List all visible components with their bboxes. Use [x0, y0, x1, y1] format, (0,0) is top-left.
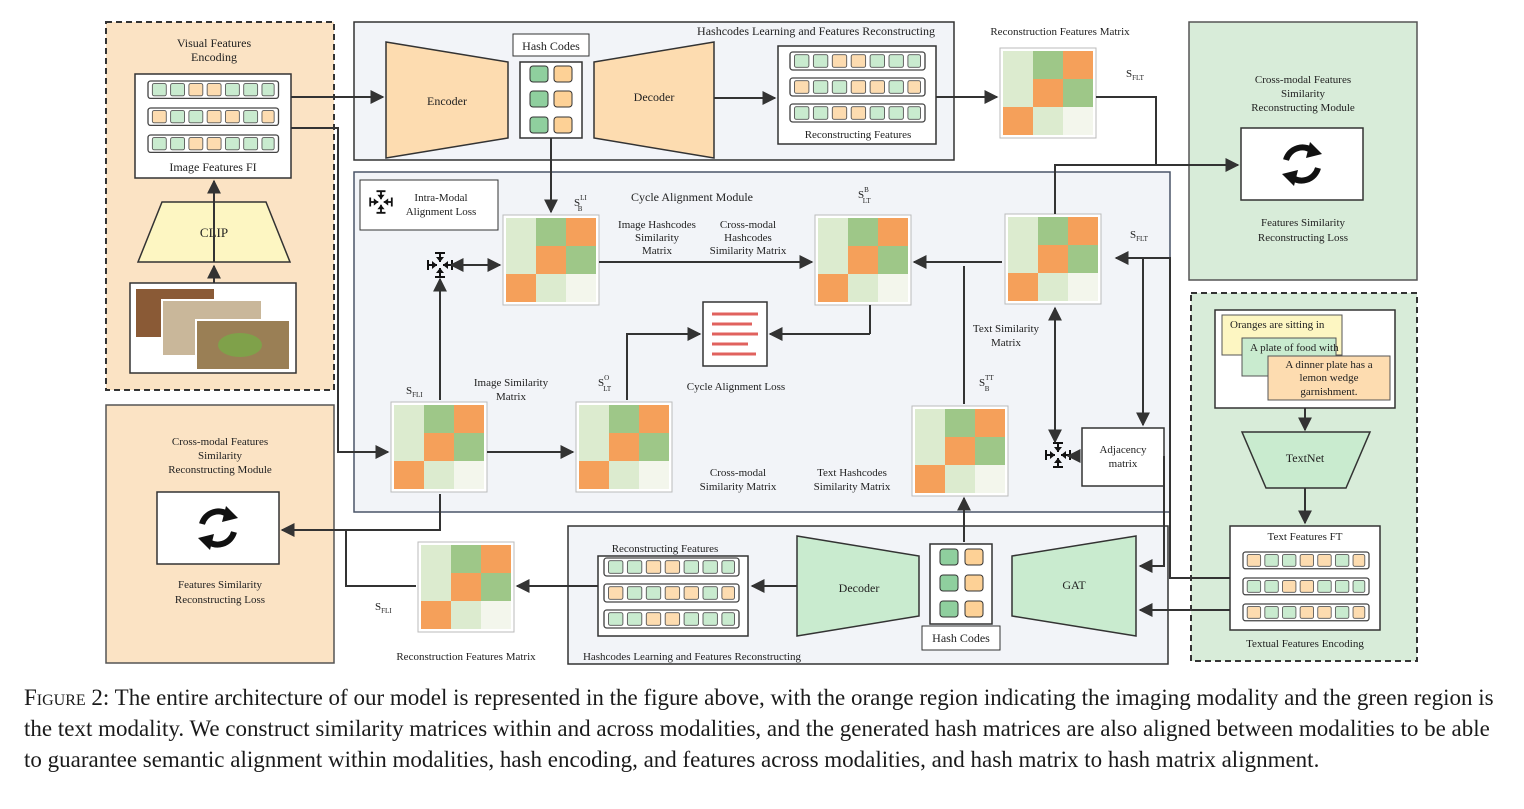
img-hash-2: Similarity [635, 232, 680, 244]
bottom-hash-title: Hashcodes Learning and Features Reconstr… [583, 651, 802, 663]
gat-shape [1011, 535, 1137, 637]
left-loss-1: Features Similarity [178, 579, 263, 591]
top-recon-title: Reconstruction Features Matrix [990, 26, 1130, 38]
left-loss-2: Reconstructing Loss [175, 594, 265, 606]
top-hash-title: Hashcodes Learning and Features Reconstr… [697, 24, 935, 38]
img-hash-3: Matrix [642, 245, 672, 257]
visual-title-1: Visual Features [177, 36, 252, 50]
text-sim-1: Text Similarity [973, 323, 1040, 335]
figure-caption: Figure 2: The entire architecture of our… [24, 682, 1504, 775]
cross-sim-1: Cross-modal [710, 467, 766, 479]
right-module-title-3: Reconstructing Module [1251, 102, 1355, 114]
adj-2: matrix [1109, 458, 1138, 470]
right-refresh-box [1240, 127, 1364, 201]
left-module-title-3: Reconstructing Module [168, 464, 272, 476]
sentence-3b: lemon wedge [1300, 372, 1359, 384]
s-flt-symbol: SFLT [1130, 229, 1149, 243]
encoder-shape [385, 41, 509, 159]
sentence-3c: garnishment. [1300, 386, 1357, 398]
text-hash-sim-matrix [911, 405, 1009, 497]
adj-1: Adjacency [1099, 444, 1147, 456]
textnet-label: TextNet [1286, 451, 1325, 465]
left-refresh-box [156, 491, 280, 565]
top-recon-symbol: SFLT [1126, 68, 1145, 82]
right-loss-2: Reconstructing Loss [1258, 232, 1348, 244]
right-module-title-2: Similarity [1281, 88, 1326, 100]
text-sim-matrix [1004, 213, 1102, 305]
textnet-trapezoid [1240, 431, 1372, 489]
encoder-label: Encoder [427, 94, 467, 108]
top-decoder-shape [593, 41, 715, 159]
architecture-diagram: Visual Features Encoding Image Features … [105, 21, 1418, 665]
left-module-title-2: Similarity [198, 450, 243, 462]
arrow-icon [280, 90, 1312, 617]
intra-1: Intra-Modal [414, 192, 467, 204]
text-features-label: Text Features FT [1268, 531, 1343, 543]
bottom-recon-title: Reconstruction Features Matrix [396, 651, 536, 663]
left-module-title-1: Cross-modal Features [172, 436, 268, 448]
hash-codes-label-box [512, 33, 590, 57]
hash-codes-label: Hash Codes [522, 39, 580, 53]
img-sim-2: Matrix [496, 391, 526, 403]
cross-hash-sim-matrix [814, 214, 912, 306]
hash-codes-box [519, 61, 583, 139]
cycle-module-title: Cycle Alignment Module [631, 190, 753, 204]
text-encoding-label: Textual Features Encoding [1246, 638, 1364, 650]
bottom-recon-matrix [417, 541, 515, 633]
cross-hash-2: Hashcodes [724, 232, 772, 244]
image-hash-sim-matrix [502, 214, 600, 306]
caption-body: The entire architecture of our model is … [24, 685, 1494, 772]
text-hash-2: Similarity Matrix [814, 481, 891, 493]
bottom-hash-codes-label: Hash Codes [932, 631, 990, 645]
visual-title-2: Encoding [191, 50, 237, 64]
img-sim-1: Image Similarity [474, 377, 549, 389]
adjacency-box [1081, 427, 1165, 487]
bottom-hash-codes-label-box [921, 625, 1001, 651]
bottom-decoder-label: Decoder [839, 581, 880, 595]
gat-label: GAT [1062, 578, 1086, 592]
right-module-title-1: Cross-modal Features [1255, 74, 1351, 86]
image-features-label: Image Features FI [169, 160, 256, 174]
cross-sim-matrix [575, 401, 673, 493]
sentence-1: Oranges are sitting in [1230, 319, 1325, 331]
text-hash-1: Text Hashcodes [817, 467, 887, 479]
caption-lead: Figure 2: [24, 685, 110, 710]
text-sim-2: Matrix [991, 337, 1021, 349]
sentence-2: A plate of food with [1250, 342, 1339, 354]
top-reconstructing-label: Reconstructing Features [805, 129, 912, 141]
bottom-reconstructing-label: Reconstructing Features [612, 543, 719, 555]
sentence-3a: A dinner plate has a [1285, 359, 1372, 371]
cycle-loss-label: Cycle Alignment Loss [687, 381, 785, 393]
bottom-recon-symbol: SFLI [375, 601, 392, 615]
right-loss-1: Features Similarity [1261, 217, 1346, 229]
intra-2: Alignment Loss [406, 206, 477, 218]
top-decoder-label: Decoder [634, 90, 675, 104]
cross-hash-1: Cross-modal [720, 219, 776, 231]
s-fli-symbol: SFLI [406, 385, 423, 399]
cross-hash-3: Similarity Matrix [710, 245, 787, 257]
intra-modal-legend [359, 179, 499, 231]
bottom-decoder-shape [796, 535, 920, 637]
cross-sim-2: Similarity Matrix [700, 481, 777, 493]
image-sim-matrix [390, 401, 488, 493]
document-lines-icon [712, 312, 758, 356]
img-hash-1: Image Hashcodes [618, 219, 696, 231]
